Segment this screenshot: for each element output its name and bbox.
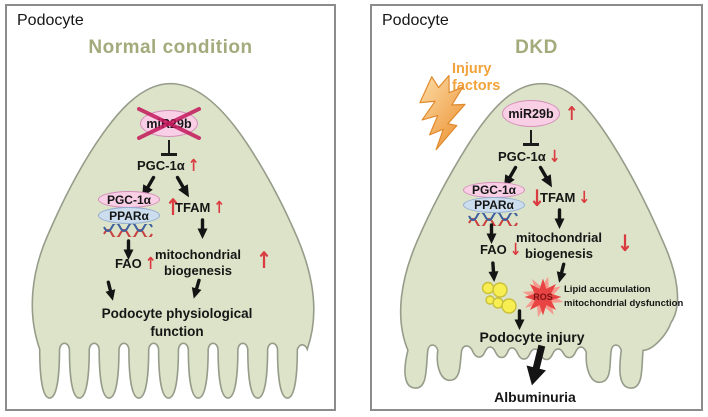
complex-pgc1a-oval: PGC-1α	[463, 182, 525, 198]
arrow-fao-to-lipids-icon	[488, 261, 499, 282]
ros-starburst: ROS	[520, 276, 566, 318]
arrow-tfam-to-mito-icon	[197, 218, 208, 239]
tfam-node: TFAM ↓	[540, 187, 591, 208]
panel-title-normal-condition: Normal condition	[88, 37, 253, 58]
mito-biogenesis-node: mitochondrial biogenesis	[504, 230, 614, 261]
complex-ppara-oval: PPARα	[98, 207, 160, 224]
injury-line1: Injury	[452, 61, 492, 77]
complex-pgc1a-label: PGC-1α	[106, 192, 152, 207]
mito-line1: mitochondrial	[155, 247, 241, 262]
injury-line2: factors	[452, 78, 501, 94]
arrow-complex-to-fao-icon	[123, 239, 134, 260]
down-arrow-icon: ↓	[548, 146, 561, 167]
arrow-to-albuminuria-icon	[526, 344, 546, 386]
down-arrow-icon: ↓	[509, 239, 522, 260]
pgc1a-label: PGC-1α	[498, 149, 546, 164]
mito-line1: mitochondrial	[516, 230, 602, 245]
complex-ppara-label: PPARα	[474, 198, 514, 212]
pgc1a-node: PGC-1α ↓	[498, 146, 561, 167]
arrow-to-injury-icon	[514, 309, 525, 330]
outcome-line2: function	[150, 323, 204, 339]
complex-ppara-oval: PPARα	[463, 197, 525, 213]
tfam-node: TFAM ↑	[175, 197, 226, 218]
complex-pgc1a-oval: PGC-1α	[98, 191, 160, 208]
injury-factors-text: Injury factors	[452, 61, 500, 95]
ros-star-icon	[522, 276, 564, 318]
up-arrow-icon: ↑	[144, 253, 157, 274]
ros-label: ROS	[533, 292, 553, 302]
outcome-text: Podocyte physiological function	[27, 305, 327, 340]
pgc1a-label: PGC-1α	[137, 158, 185, 173]
arrow-complex-to-fao-icon	[486, 223, 497, 244]
mito-up-arrow-icon: ↑	[256, 247, 272, 275]
lightning-bolt-icon	[419, 74, 466, 151]
mir29b-label: miR29b	[508, 106, 554, 121]
inhibition-tbar-icon	[161, 140, 177, 156]
mito-line2: biogenesis	[164, 262, 232, 278]
complex-down-arrow-icon: ↓	[529, 185, 545, 213]
panel-label-podocyte: Podocyte	[17, 12, 84, 29]
arrow-to-tfam-icon	[175, 175, 189, 198]
inhibition-tbar-icon	[523, 130, 539, 146]
up-arrow-icon: ↑	[187, 155, 200, 176]
fao-node: FAO ↓	[480, 239, 522, 260]
note-line1: Lipid accumulation	[564, 284, 651, 295]
dna-helix-icon	[103, 224, 153, 237]
note-line2: mitochondrial dysfunction	[564, 297, 684, 309]
podocyte-cell-shape-normal	[31, 82, 315, 399]
complex-pgc1a-label: PGC-1α	[471, 183, 517, 197]
panel-label-podocyte: Podocyte	[382, 12, 449, 29]
dna-helix-icon	[468, 213, 518, 226]
albuminuria-text: Albuminuria	[494, 389, 576, 405]
panel-title-dkd: DKD	[515, 37, 558, 58]
down-arrow-icon: ↓	[578, 187, 591, 208]
outcome-line1: Podocyte physiological	[101, 306, 253, 321]
mito-line2: biogenesis	[525, 245, 593, 261]
mir29b-oval: miR29b	[502, 100, 560, 127]
arrow-tfam-to-mito-icon	[554, 208, 565, 229]
dysfunction-note: Lipid accumulation mitochondrial dysfunc…	[564, 283, 683, 310]
mir29b-up-arrow-icon: ↑	[565, 102, 579, 125]
dkd-panel: Podocyte DKD Injury factors miR29b ↑	[370, 4, 703, 411]
fao-label: FAO	[480, 242, 507, 257]
arrow-mito-to-ros-icon	[556, 262, 567, 283]
podocyte-injury-text: Podocyte injury	[479, 329, 585, 345]
tfam-label: TFAM	[540, 190, 576, 205]
lipid-droplets-icon	[481, 281, 517, 314]
arrow-mito-to-outcome-icon	[191, 278, 202, 299]
normal-condition-panel: Podocyte Normal condition miR29b PGC-1α …	[5, 4, 336, 411]
mito-biogenesis-node: mitochondrial biogenesis	[143, 247, 253, 278]
podocyte-cell-shape-dkd	[399, 82, 679, 389]
complex-up-arrow-icon: ↑	[165, 194, 181, 222]
fao-label: FAO	[115, 256, 142, 271]
arrow-fao-to-outcome-icon	[105, 280, 116, 301]
cross-out-x-icon	[137, 107, 201, 140]
mito-down-arrow-icon: ↓	[617, 230, 633, 258]
pgc1a-node: PGC-1α ↑	[137, 155, 200, 176]
fao-node: FAO ↑	[115, 253, 157, 274]
arrow-to-tfam-icon	[538, 165, 552, 188]
tfam-label: TFAM	[175, 200, 211, 215]
up-arrow-icon: ↑	[213, 197, 226, 218]
complex-ppara-label: PPARα	[109, 208, 149, 223]
